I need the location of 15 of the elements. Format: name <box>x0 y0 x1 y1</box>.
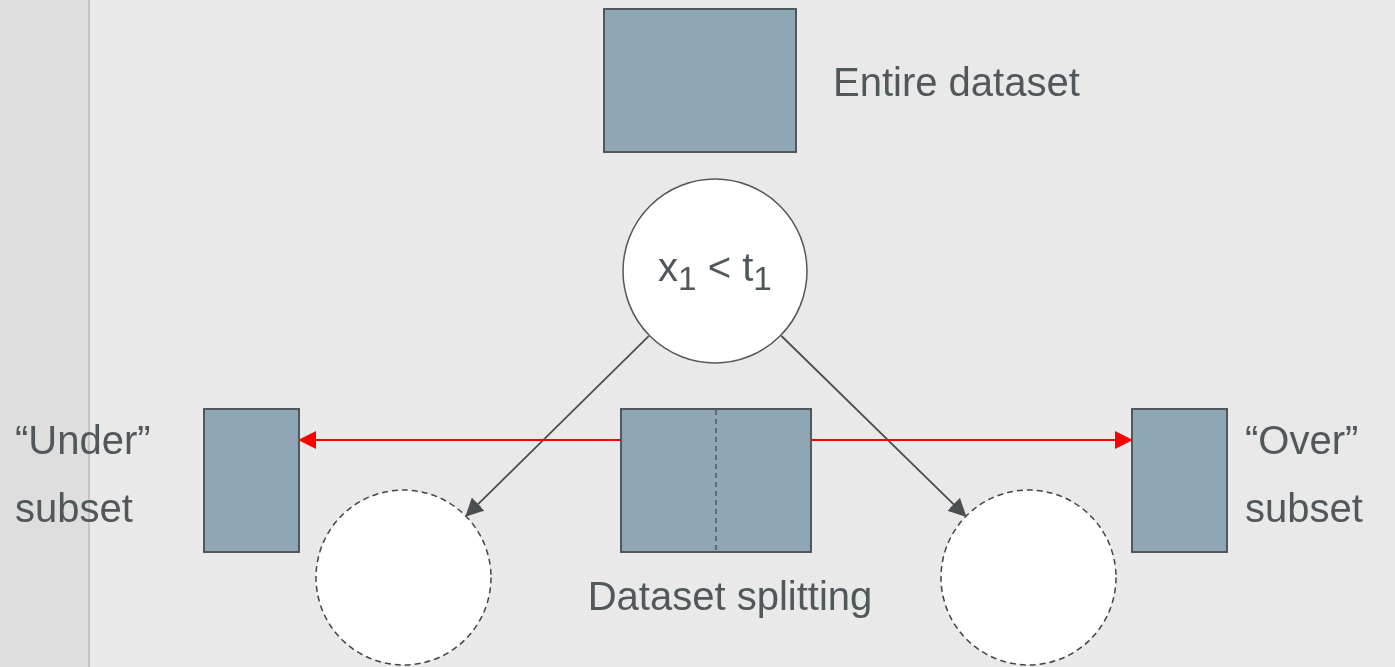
arrow <box>811 431 1133 449</box>
decision-circle <box>622 178 808 364</box>
node-caption: Entire dataset <box>833 59 1081 106</box>
empty-circle <box>940 489 1117 666</box>
node-caption: Dataset splitting <box>586 573 874 620</box>
dataset-box <box>1131 408 1228 553</box>
node-caption: “Over” subset <box>1245 417 1364 532</box>
dataset-box <box>603 8 797 153</box>
condition-label: x$_{1}$ < t$_{1}$ <box>658 244 772 298</box>
arrow <box>780 335 967 517</box>
node-caption: “Under” subset <box>15 417 152 532</box>
dataset-box <box>620 408 812 553</box>
dataset-box <box>203 408 300 553</box>
arrow <box>465 335 650 517</box>
empty-circle <box>315 489 492 666</box>
